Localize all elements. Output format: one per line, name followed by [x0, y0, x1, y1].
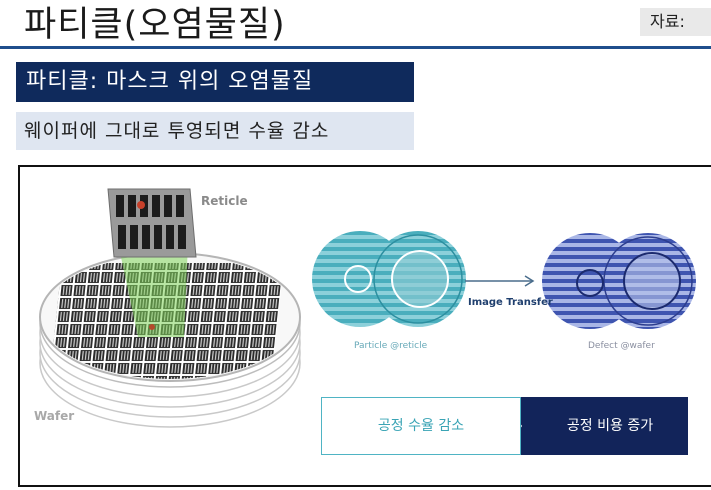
wafer-label: Wafer	[34, 409, 75, 423]
yield-decrease-box: 공정 수율 감소	[321, 397, 521, 455]
exposure-beam	[118, 243, 188, 337]
wafer-defect-spot	[149, 324, 155, 330]
particle-diagram	[312, 231, 466, 327]
subtitle-banner: 파티클: 마스크 위의 오염물질	[16, 62, 414, 102]
particle-caption: Particle @reticle	[354, 341, 428, 351]
reticle-label: Reticle	[201, 194, 248, 208]
description-banner: 웨이퍼에 그대로 투영되면 수율 감소	[16, 112, 414, 150]
image-transfer-label: Image Transfer	[468, 297, 553, 308]
defect-diagram	[542, 233, 696, 329]
flow-chevron	[502, 397, 688, 455]
title-rule	[0, 46, 711, 49]
figure-frame: Reticle Wafer Image Transfer Particle @r…	[18, 165, 711, 487]
cost-increase-label: 공정 비용 증가	[566, 418, 654, 434]
transfer-arrow	[465, 275, 535, 287]
figure-illustration	[39, 188, 696, 455]
page-title: 파티클(오염물질)	[24, 5, 286, 45]
reticle-particle	[137, 201, 145, 209]
reticle-mask	[107, 188, 197, 258]
source-label: 자료:	[640, 8, 711, 36]
defect-caption: Defect @wafer	[588, 341, 655, 351]
